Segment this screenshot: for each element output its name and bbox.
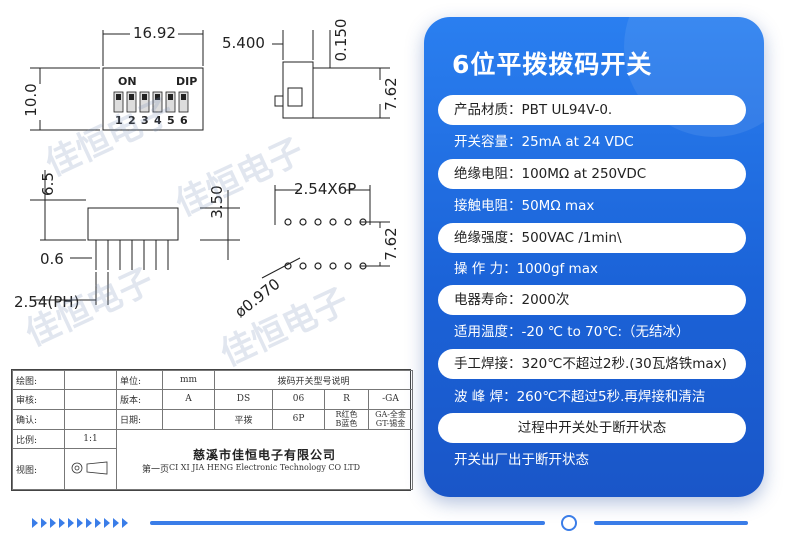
spec-row: 手工焊接：320℃不超过2秒.(30瓦烙铁max) bbox=[438, 349, 746, 379]
switch-number: 6 bbox=[180, 114, 188, 127]
cell: 06 bbox=[272, 389, 325, 410]
dim-height-right: 7.62 bbox=[382, 77, 400, 110]
cell: DS bbox=[214, 389, 273, 410]
spec-row: 电器寿命：2000次 bbox=[438, 285, 746, 315]
cell: R红色 B蓝色 bbox=[324, 408, 369, 430]
cell: 版本: bbox=[116, 389, 163, 410]
switch-number: 5 bbox=[167, 114, 175, 127]
cell: GA-全金 GT-锡金 bbox=[367, 408, 414, 430]
cell bbox=[162, 408, 215, 430]
switch-label-dip: DIP bbox=[176, 75, 197, 88]
projection-icon bbox=[71, 461, 107, 475]
cell: 单位: bbox=[116, 369, 163, 391]
spec-row: 波 峰 焊：260℃不超过5秒.再焊接和清洁 bbox=[454, 389, 706, 405]
switch-number: 3 bbox=[141, 114, 149, 127]
cell: 1:1 bbox=[64, 428, 117, 450]
title-block-table: 绘图: 单位: mm 拨码开关型号说明 审核: 版本: A DS 06 R -G… bbox=[12, 369, 414, 491]
projection-symbol bbox=[64, 448, 117, 490]
dim-height-left: 10.0 bbox=[22, 83, 40, 116]
spec-row: 操 作 力：1000gf max bbox=[454, 261, 598, 277]
spec-row: 绝缘电阻：100MΩ at 250VDC bbox=[438, 159, 746, 189]
spec-row: 适用温度：-20 ℃ to 70℃:（无结冰） bbox=[454, 324, 690, 340]
spec-row: 开关出厂出于断开状态 bbox=[454, 452, 589, 468]
cell: R bbox=[324, 389, 369, 410]
dim-pin-width: 0.6 bbox=[40, 250, 64, 268]
spec-panel: 6位平拨拨码开关 产品材质：PBT UL94V-0. 开关容量：25mA at … bbox=[424, 17, 764, 497]
cell: mm bbox=[162, 369, 215, 391]
dim-offset-small: 0.150 bbox=[332, 19, 350, 62]
cell: 6P bbox=[272, 408, 325, 430]
spec-row: 开关容量：25mA at 24 VDC bbox=[454, 134, 634, 150]
cell: 拨码开关型号说明 bbox=[213, 369, 414, 391]
top-view-body bbox=[102, 67, 204, 131]
dim-pin-height: 6.5 bbox=[39, 172, 57, 196]
panel-title: 6位平拨拨码开关 bbox=[452, 50, 653, 79]
cell: 绘图: bbox=[12, 369, 65, 391]
front-view-body bbox=[87, 207, 179, 241]
company-cell: 慈溪市佳恒电子有限公司 CI XI JIA HENG Electronic Te… bbox=[115, 428, 414, 491]
dim-offset-top: 5.400 bbox=[222, 34, 265, 52]
technical-drawing: 16.92 5.400 0.150 10.0 7.62 6.5 3.50 0.6… bbox=[0, 0, 420, 500]
cell: 日期: bbox=[116, 408, 163, 430]
switch-number: 1 bbox=[115, 114, 123, 127]
dim-width-total: 16.92 bbox=[133, 24, 176, 42]
spec-row: 过程中开关处于断开状态 bbox=[438, 413, 746, 443]
spec-row: 接触电阻：50MΩ max bbox=[454, 198, 595, 214]
switch-number: 2 bbox=[128, 114, 136, 127]
side-view-body bbox=[282, 61, 314, 119]
page-label: 第一页 bbox=[142, 465, 170, 475]
cell bbox=[64, 408, 117, 430]
bottom-decoration bbox=[0, 505, 790, 545]
spec-row: 绝缘强度：500VAC /1min\ bbox=[438, 223, 746, 253]
cell: A bbox=[162, 389, 215, 410]
cell: 确认: bbox=[12, 408, 65, 430]
dimension-drawing: 16.92 5.400 0.150 10.0 7.62 6.5 3.50 0.6… bbox=[14, 19, 400, 322]
company-name-en: CI XI JIA HENG Electronic Technology CO … bbox=[168, 463, 361, 473]
switch-label-on: ON bbox=[118, 75, 137, 88]
cell: 视图: bbox=[12, 448, 65, 490]
company-name-cn: 慈溪市佳恒电子有限公司 bbox=[193, 448, 337, 463]
cell: 平拨 bbox=[214, 408, 273, 430]
title-block: 绘图: 单位: mm 拨码开关型号说明 审核: 版本: A DS 06 R -G… bbox=[11, 369, 414, 491]
cell: -GA bbox=[367, 389, 414, 410]
dim-row-spacing: 7.62 bbox=[382, 227, 400, 260]
spec-row: 产品材质：PBT UL94V-0. bbox=[438, 95, 746, 125]
cell: 比例: bbox=[12, 428, 65, 450]
cell: 审核: bbox=[12, 389, 65, 410]
cell bbox=[64, 369, 117, 391]
switch-number: 4 bbox=[154, 114, 162, 127]
dim-body-height: 3.50 bbox=[208, 185, 226, 218]
decorative-arrows bbox=[32, 515, 748, 531]
dim-pitch-count: 2.54X6P bbox=[294, 180, 356, 198]
dim-pitch: 2.54(PH) bbox=[14, 293, 79, 311]
cell bbox=[64, 389, 117, 410]
